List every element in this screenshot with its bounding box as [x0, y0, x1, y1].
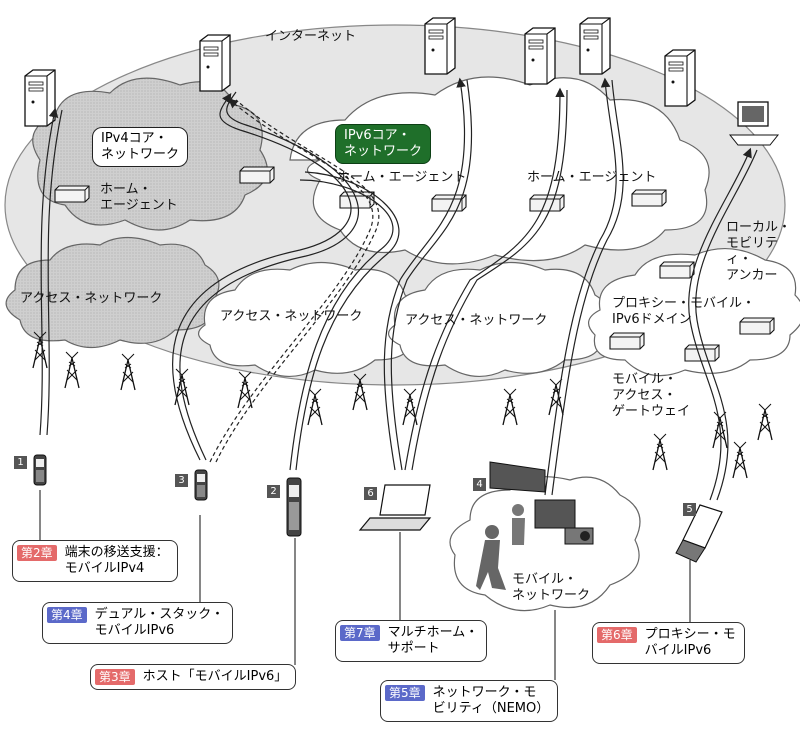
chapter-badge: 第7章 [340, 625, 380, 641]
internet-label: インターネット [265, 29, 357, 44]
mobile-phone-icon [286, 477, 302, 537]
router-icon [631, 189, 667, 207]
server-icon [524, 27, 556, 85]
antenna-tower-icon [237, 371, 253, 409]
access-network-label: アクセス・ネットワーク [405, 313, 548, 328]
mobile-phone-icon [33, 454, 47, 486]
chapter-box: 第3章 ホスト「モバイルIPv6」 [90, 664, 297, 690]
mobile-access-gateway-label: モバイル・ アクセス・ ゲートウェイ [612, 372, 691, 419]
chapter-badge: 第4章 [47, 607, 87, 623]
chapter-text: マルチホーム・ サポート [387, 625, 479, 656]
server-icon [199, 34, 231, 92]
server-icon [424, 17, 456, 75]
chapter-box: 第7章 マルチホーム・ サポート [335, 620, 488, 662]
server-icon [24, 69, 56, 127]
home-agent-center-label: ホーム・エージェント [337, 170, 467, 185]
device-number: 6 [364, 487, 377, 500]
router-icon [659, 261, 695, 279]
antenna-tower-icon [64, 351, 80, 389]
chapter-badge: 第2章 [17, 545, 57, 561]
chapter-text: ホスト「モバイルIPv6」 [142, 669, 288, 684]
mobile-phone-icon [194, 469, 208, 501]
antenna-tower-icon [307, 388, 323, 426]
train-icon [489, 461, 546, 493]
desktop-computer-icon [728, 101, 780, 146]
access-network-label: アクセス・ネットワーク [220, 309, 363, 324]
server-icon [664, 49, 696, 107]
antenna-tower-icon [652, 433, 668, 471]
home-agent-right-label: ホーム・エージェント [527, 170, 657, 185]
chapter-text: ネットワーク・モ ビリティ（NEMO） [432, 685, 550, 716]
chapter-box: 第6章 プロキシー・モ バイルIPv6 [592, 622, 745, 664]
person-icon [476, 504, 525, 590]
chapter-badge: 第5章 [385, 685, 425, 701]
chapter-text: デュアル・スタック・ モバイルIPv6 [94, 607, 224, 638]
router-icon [609, 332, 645, 350]
chapter-badge: 第6章 [597, 627, 637, 643]
device-number: 1 [14, 456, 27, 469]
mobile-network-label: モバイル・ ネットワーク [512, 572, 591, 603]
router-icon [54, 185, 90, 203]
device-number: 5 [683, 503, 696, 516]
ipv6-core-label: IPv6コア・ ネットワーク [335, 124, 432, 164]
device-number: 3 [175, 474, 188, 487]
flip-phone-icon [675, 504, 723, 563]
antenna-tower-icon [757, 403, 773, 441]
access-network-label: アクセス・ネットワーク [20, 291, 163, 306]
chapter-box: 第2章 端末の移送支援： モバイルIPv4 [12, 540, 178, 582]
device-number: 4 [473, 478, 486, 491]
camera-icon [564, 527, 594, 545]
monitor-icon [534, 499, 576, 529]
chapter-box: 第5章 ネットワーク・モ ビリティ（NEMO） [380, 680, 559, 722]
chapter-text: プロキシー・モ バイルIPv6 [644, 627, 736, 658]
chapter-box: 第4章 デュアル・スタック・ モバイルIPv6 [42, 602, 233, 644]
proxy-domain-label: プロキシー・モバイル・ IPv6ドメイン [612, 296, 756, 327]
local-mobility-anchor-label: ローカル・ モビリティ・ アンカー [726, 220, 792, 283]
chapter-badge: 第3章 [95, 669, 135, 685]
device-number: 2 [267, 485, 280, 498]
home-agent-left-label: ホーム・ エージェント [100, 182, 178, 213]
server-icon [579, 17, 611, 75]
antenna-tower-icon [502, 388, 518, 426]
antenna-tower-icon [120, 353, 136, 391]
router-icon [239, 166, 275, 184]
laptop-icon [358, 484, 432, 531]
router-icon [684, 344, 720, 362]
chapter-text: 端末の移送支援： モバイルIPv4 [64, 545, 169, 576]
ipv4-core-label: IPv4コア・ ネットワーク [92, 127, 189, 167]
antenna-tower-icon [732, 441, 748, 479]
